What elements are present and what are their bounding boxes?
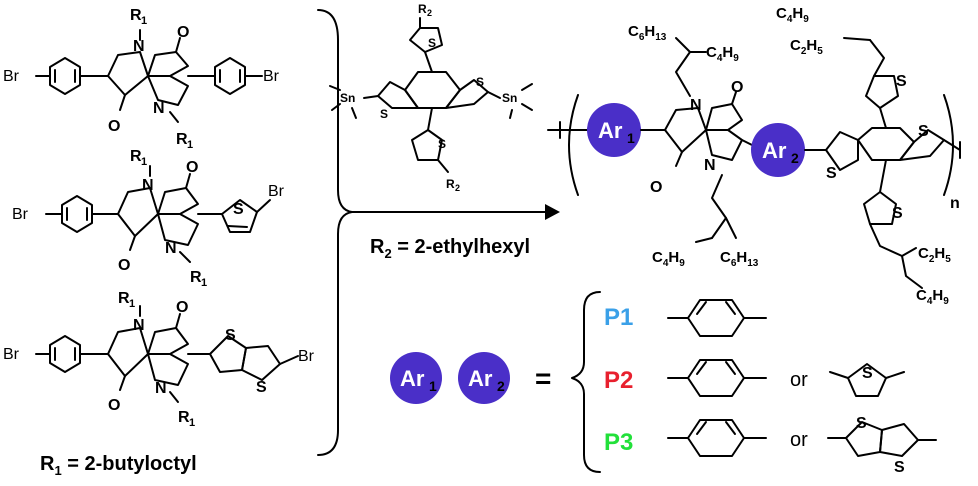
svg-text:S: S	[862, 365, 873, 382]
n-label: N	[133, 38, 145, 55]
definition-brace	[571, 291, 601, 473]
r-label: R	[130, 7, 142, 24]
svg-text:Sn: Sn	[340, 91, 355, 105]
svg-text:2: 2	[791, 150, 799, 166]
n-label: N	[133, 317, 145, 334]
r-sub: 1	[129, 298, 135, 310]
br-label: Br	[298, 348, 315, 365]
r-sub: 1	[141, 15, 147, 27]
curly-brace	[317, 9, 353, 456]
svg-text:S: S	[856, 415, 867, 432]
r-sub: 1	[201, 277, 207, 289]
br-label: Br	[12, 206, 29, 223]
svg-text:C4H9: C4H9	[706, 44, 739, 64]
r2-definition: R2 = 2-ethylhexyl	[370, 236, 530, 261]
svg-text:R: R	[446, 177, 455, 191]
o-label: O	[108, 397, 120, 414]
svg-text:S: S	[892, 205, 903, 222]
ar-definition: Ar 1 Ar 2 = P1 P2 or S P3 or	[390, 291, 937, 476]
o-label: O	[176, 299, 188, 316]
p1-label: P1	[604, 304, 633, 331]
svg-text:Ar: Ar	[468, 366, 493, 391]
svg-text:S: S	[896, 73, 907, 90]
svg-text:=: =	[535, 363, 551, 394]
svg-text:C6H13: C6H13	[720, 249, 759, 269]
r-sub: 1	[189, 417, 195, 429]
svg-text:Ar: Ar	[598, 118, 623, 143]
svg-text:S: S	[438, 137, 446, 151]
r-sub: 1	[187, 139, 193, 151]
n-label: N	[155, 380, 167, 397]
svg-text:Sn: Sn	[502, 91, 517, 105]
n-label: N	[165, 240, 177, 257]
svg-text:1: 1	[429, 378, 437, 394]
svg-text:C4H9: C4H9	[652, 249, 685, 269]
r-sub: 1	[141, 156, 147, 168]
s-label: S	[233, 201, 244, 218]
o-label: O	[186, 159, 198, 176]
svg-text:Ar: Ar	[400, 366, 425, 391]
svg-text:2: 2	[427, 8, 432, 18]
svg-text:2: 2	[497, 378, 505, 394]
o-label: O	[177, 24, 189, 41]
svg-text:S: S	[476, 75, 484, 89]
r-label: R	[178, 409, 190, 426]
svg-text:S: S	[380, 107, 388, 121]
arrow-head	[545, 204, 560, 220]
svg-text:2: 2	[455, 183, 460, 193]
svg-text:N: N	[690, 97, 702, 114]
svg-text:S: S	[826, 165, 837, 182]
distannyl-bdt: R 2 S S S Sn Sn S R 2	[329, 2, 533, 193]
svg-text:or: or	[790, 369, 808, 391]
svg-text:C2H5: C2H5	[790, 37, 823, 57]
monomer-1: Br O O N R 1 N R 1 Br	[3, 7, 280, 151]
r-label: R	[176, 131, 188, 148]
n-label: N	[153, 100, 165, 117]
br-label: Br	[268, 183, 285, 200]
ar2-key-circle	[458, 352, 510, 404]
svg-text:N: N	[704, 157, 716, 174]
svg-text:n: n	[950, 195, 960, 212]
svg-text:1: 1	[627, 130, 635, 146]
monomer-2: Br O O N R 1 N R 1 S Br	[12, 148, 285, 289]
svg-text:C6H13: C6H13	[628, 23, 667, 43]
r-label: R	[190, 269, 202, 286]
svg-text:O: O	[650, 179, 662, 196]
p3-label: P3	[604, 429, 633, 456]
s-label: S	[225, 327, 236, 344]
svg-text:C4H9: C4H9	[776, 5, 809, 25]
o-label: O	[108, 118, 120, 135]
o-label: O	[118, 257, 130, 274]
svg-text:or: or	[790, 429, 808, 451]
br-label: Br	[3, 346, 20, 363]
r-label: R	[118, 290, 130, 307]
r1-definition: R1 = 2-butyloctyl	[40, 453, 197, 478]
n-label: N	[142, 177, 154, 194]
svg-text:S: S	[894, 459, 905, 476]
monomer-3: Br O O N R 1 N R 1 S S Br	[3, 290, 315, 429]
ar1-circle	[587, 103, 641, 157]
svg-text:Ar: Ar	[762, 138, 787, 163]
r-label: R	[130, 148, 142, 165]
svg-text:R: R	[418, 2, 427, 16]
ar1-key-circle	[390, 352, 442, 404]
svg-text:C4H9: C4H9	[916, 287, 949, 307]
svg-text:S: S	[918, 123, 929, 140]
ar2-circle	[751, 123, 805, 177]
p2-label: P2	[604, 367, 633, 394]
br-label: Br	[3, 68, 20, 85]
svg-text:O: O	[731, 79, 743, 96]
s-label: S	[256, 379, 267, 396]
svg-text:S: S	[428, 36, 436, 50]
br-label: Br	[263, 68, 280, 85]
svg-text:C2H5: C2H5	[918, 245, 951, 265]
polymer-structure: n Ar 1 N N O O C6H13 C4H9 C4H9 C6H13 Ar …	[547, 5, 961, 307]
